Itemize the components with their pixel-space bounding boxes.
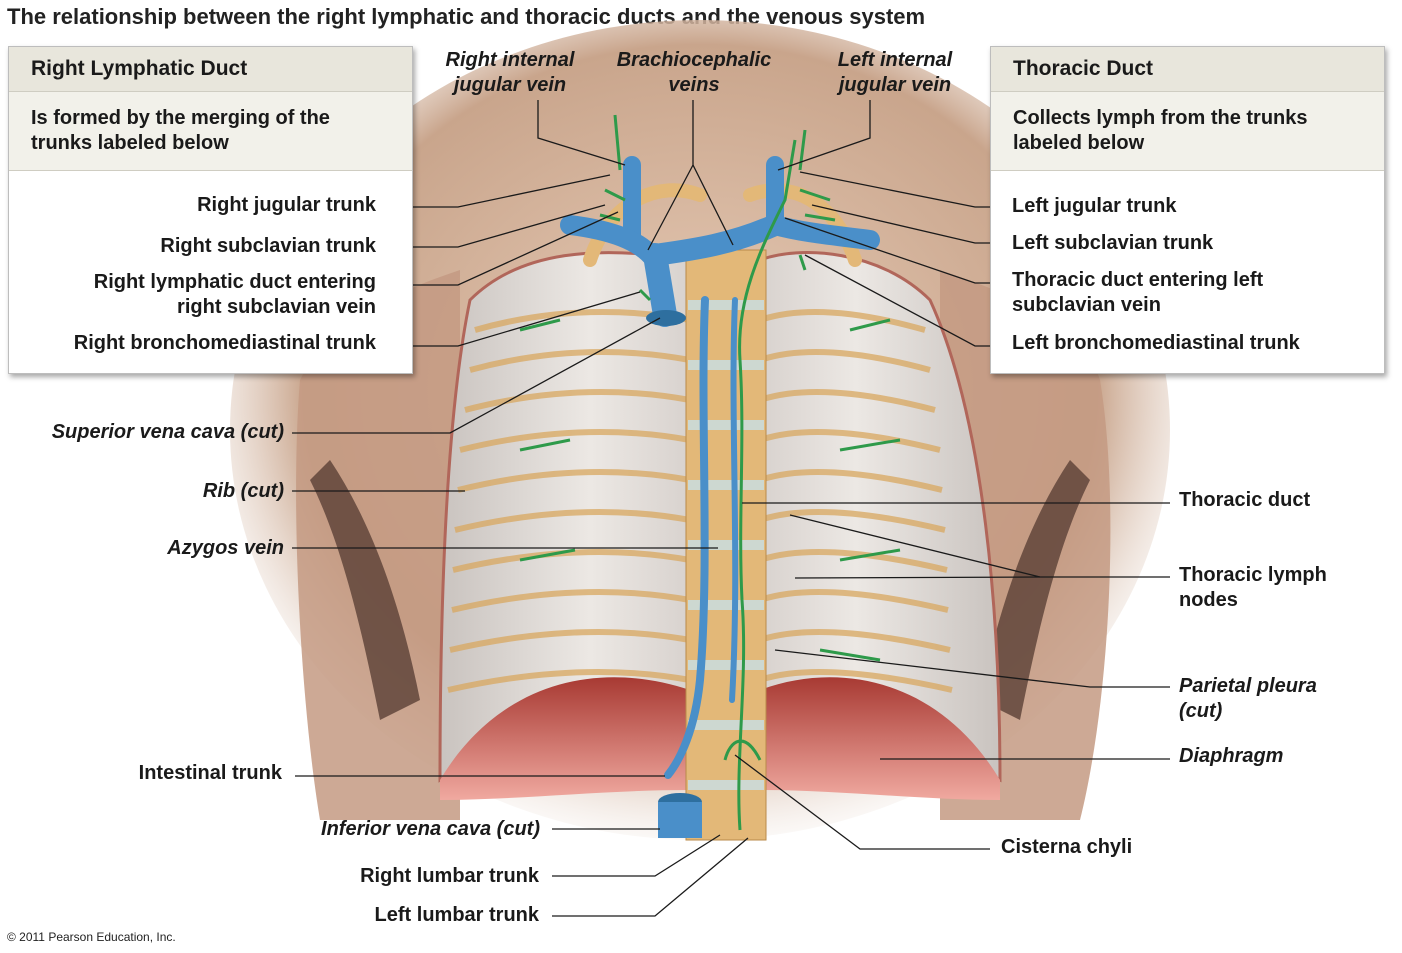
label-right-subclavian-trunk: Right subclavian trunk [160, 235, 376, 257]
label-inferior-vena-cava: Inferior vena cava (cut) [321, 818, 540, 840]
label-superior-vena-cava: Superior vena cava (cut) [51, 421, 284, 443]
venous-system [560, 156, 880, 779]
label-diaphragm: Diaphragm [1179, 745, 1284, 767]
label-parietal-pleura: Parietal pleura (cut) [1179, 675, 1317, 722]
label-right-lumbar-trunk: Right lumbar trunk [360, 865, 539, 887]
label-right-lymphatic-duct-entering: Right lymphatic duct entering right subc… [93, 271, 376, 318]
lymphatic-system [519, 114, 901, 831]
diaphragm-muscle [440, 677, 1000, 800]
label-right-internal-jugular-vein: Right internal jugular vein [445, 49, 575, 96]
label-left-internal-jugular-vein: Left internal jugular vein [837, 49, 953, 96]
label-right-jugular-trunk: Right jugular trunk [197, 194, 376, 216]
label-azygos-vein: Azygos vein [167, 537, 284, 559]
thoracic-duct-description: Collects lymph from the trunks labeled b… [991, 92, 1384, 171]
label-left-bronchomediastinal-trunk: Left bronchomediastinal trunk [1012, 332, 1300, 354]
svc-cut-end [646, 310, 686, 326]
right-lymphatic-duct-box: Right Lymphatic Duct Is formed by the me… [8, 46, 413, 374]
right-lymphatic-duct-heading: Right Lymphatic Duct [9, 47, 412, 92]
figure-title: The relationship between the right lymph… [7, 4, 926, 29]
copyright-notice: © 2011 Pearson Education, Inc. [7, 930, 176, 944]
label-rib: Rib (cut) [202, 480, 284, 502]
label-brachiocephalic-veins: Brachiocephalic veins [616, 49, 772, 96]
thoracic-duct-box: Thoracic Duct Collects lymph from the tr… [990, 46, 1385, 374]
label-left-jugular-trunk: Left jugular trunk [1012, 195, 1177, 217]
label-thoracic-duct-entering: Thoracic duct entering left subclavian v… [1012, 269, 1264, 316]
thoracic-duct-heading: Thoracic Duct [991, 47, 1384, 92]
rib-cage [438, 251, 1002, 783]
label-right-bronchomediastinal-trunk: Right bronchomediastinal trunk [73, 332, 376, 354]
right-lymphatic-duct-description: Is formed by the merging of the trunks l… [9, 92, 412, 171]
ivc-segment [658, 802, 702, 838]
label-cisterna-chyli: Cisterna chyli [1001, 836, 1133, 858]
label-left-lumbar-trunk: Left lumbar trunk [374, 904, 539, 926]
vertebral-column [685, 249, 767, 841]
label-intestinal-trunk: Intestinal trunk [138, 762, 282, 784]
label-thoracic-lymph-nodes: Thoracic lymph nodes [1179, 564, 1327, 611]
label-left-subclavian-trunk: Left subclavian trunk [1012, 232, 1214, 254]
label-thoracic-duct: Thoracic duct [1179, 489, 1311, 511]
